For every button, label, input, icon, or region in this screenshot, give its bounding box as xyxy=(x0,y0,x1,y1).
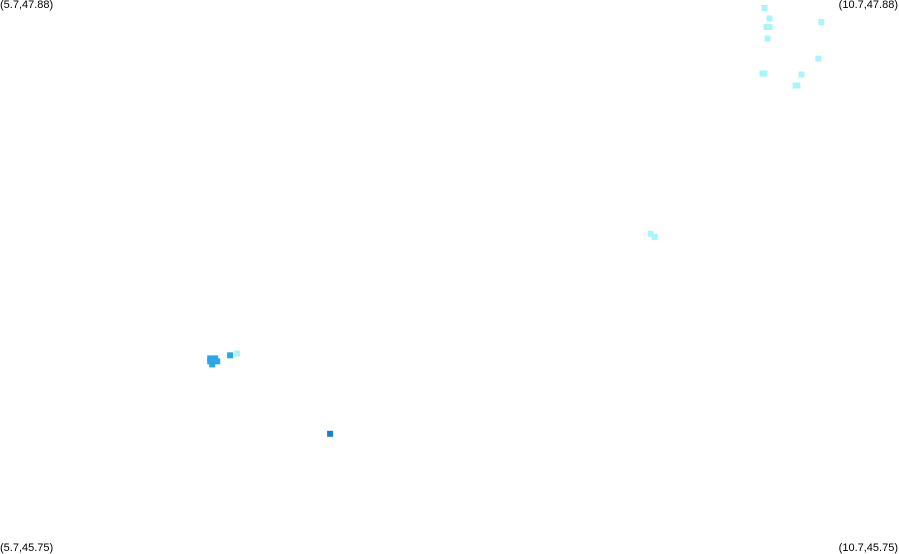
map-point-10 xyxy=(798,71,805,78)
map-point-20 xyxy=(211,358,218,365)
map-point-6 xyxy=(818,19,825,25)
map-point-19 xyxy=(207,358,214,365)
map-point-4 xyxy=(766,24,773,30)
map-point-5 xyxy=(764,35,771,42)
map-point-23 xyxy=(327,430,334,437)
corner-label-top-left: (5.7,47.88) xyxy=(0,0,54,11)
map-point-2 xyxy=(766,15,773,22)
map-point-13 xyxy=(647,230,654,237)
map-point-21 xyxy=(214,358,221,365)
map-point-9 xyxy=(761,70,768,77)
map-point-16 xyxy=(227,352,234,359)
corner-label-bottom-right: (10.7,45.75) xyxy=(838,542,898,554)
map-point-22 xyxy=(209,361,216,368)
corner-label-top-right: (10.7,47.88) xyxy=(838,0,898,11)
map-point-15 xyxy=(234,350,241,357)
corner-label-bottom-left: (5.7,45.75) xyxy=(0,542,54,554)
map-point-14 xyxy=(651,233,658,240)
map-point-7 xyxy=(815,55,822,62)
data-points xyxy=(207,5,825,437)
map-point-12 xyxy=(794,82,801,89)
map-point-1 xyxy=(761,5,768,11)
